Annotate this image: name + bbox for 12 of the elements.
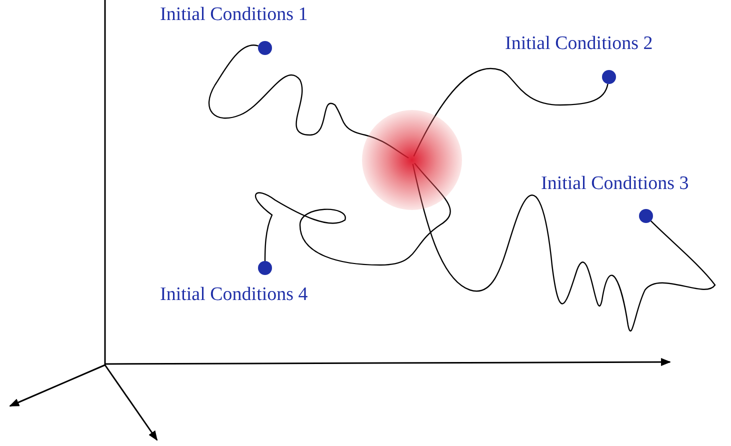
trajectory-curve — [255, 162, 451, 266]
initial-point — [258, 261, 272, 275]
condition-label: Initial Conditions 4 — [160, 284, 308, 306]
initial-point — [602, 70, 616, 84]
condition-label: Initial Conditions 1 — [160, 4, 308, 26]
initial-point — [258, 41, 272, 55]
trajectory-curve — [208, 44, 409, 159]
condition-label: Initial Conditions 3 — [541, 173, 689, 195]
condition-label: Initial Conditions 2 — [505, 33, 653, 55]
trajectory-curve — [412, 164, 716, 329]
initial-point — [639, 209, 653, 223]
trajectory-curve — [413, 68, 608, 157]
